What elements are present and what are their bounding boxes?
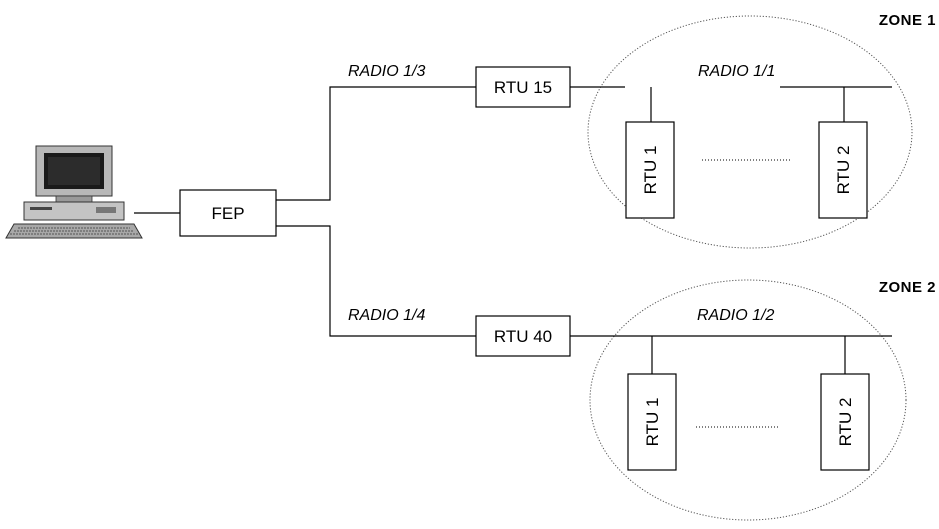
fep-label: FEP [211, 204, 244, 223]
zone-2-rtu-1-box [627, 373, 677, 471]
zone-1-rtu-1-box [625, 121, 675, 219]
fep-node: FEP [179, 189, 277, 237]
zone-2-rtu-1-label: RTU 1 [643, 398, 662, 447]
zone-1-boundary [587, 15, 913, 249]
zone-1-gateway-box [475, 66, 571, 108]
zone-2-local-radio: RADIO 1/2 [697, 307, 774, 324]
zone-2-rtu-2-label: RTU 2 [836, 398, 855, 447]
zone-2-rtu-2-box [820, 373, 870, 471]
zone-1-uplink-radio: RADIO 1/3 [348, 63, 425, 80]
desktop-computer-icon [5, 145, 143, 239]
zone-2-title: ZONE 2 [879, 279, 936, 296]
zone-1-rtu-2-box [818, 121, 868, 219]
zone-1-local-radio: RADIO 1/1 [698, 63, 775, 80]
zone-2: ZONE 2 RADIO 1/4 RTU 40 RADIO 1/2 RTU 1 … [348, 279, 936, 521]
fep-box [179, 189, 277, 237]
zone-1: ZONE 1 RADIO 1/3 RTU 15 RADIO 1/1 RTU 1 … [348, 12, 936, 249]
zone-1-rtu-2-label: RTU 2 [834, 146, 853, 195]
zone-1-rtu-1-label: RTU 1 [641, 146, 660, 195]
zone-2-uplink-radio: RADIO 1/4 [348, 307, 425, 324]
uplink-zone2 [276, 225, 476, 337]
uplink-zone1 [276, 86, 476, 201]
zone-2-gateway-box [475, 315, 571, 357]
zone-2-gateway-label: RTU 40 [494, 327, 552, 346]
zone-2-boundary [589, 279, 907, 521]
zone-1-title: ZONE 1 [879, 12, 936, 29]
zone-1-gateway-label: RTU 15 [494, 78, 552, 97]
